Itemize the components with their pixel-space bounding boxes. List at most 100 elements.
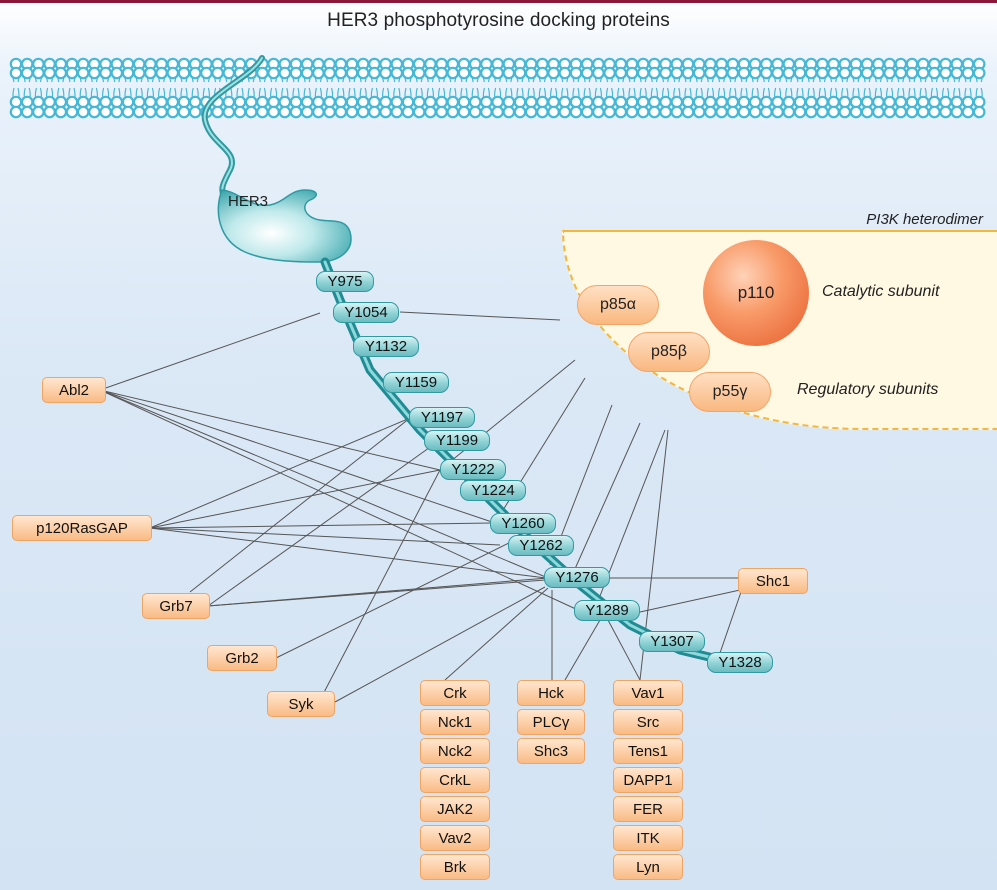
lipid-head-inner [222,105,236,119]
lipid-head-outer [513,66,527,80]
lipid-head-inner [211,105,224,119]
lipid-head-inner [580,95,594,109]
lipid-head-inner [905,105,919,119]
p110-catalytic-subunit: p110 [703,240,809,346]
lipid-head-outer [121,66,135,80]
lipid-head-inner [177,105,191,119]
lipid-head-inner [648,95,661,109]
lipid-head-inner [76,105,90,119]
lipid-head-inner [76,95,90,109]
pi3k-title: PI3K heterodimer [866,211,983,228]
lipid-head-inner [144,95,157,109]
lipid-head-inner [233,95,247,109]
lipid-head-outer [144,66,157,80]
lipid-head-inner [43,95,56,109]
protein-p120rasgap: p120RasGAP [12,515,152,541]
lipid-head-outer [289,66,303,80]
lipid-head-inner [480,95,493,109]
lipid-head-outer [278,66,292,80]
lipid-head-inner [121,105,135,119]
lipid-head-inner [491,95,504,109]
lipid-head-inner [65,105,79,119]
lipid-head-outer [614,66,628,80]
lipid-head-inner [838,95,852,109]
lipid-head-inner [412,105,426,119]
lipid-head-inner [872,105,885,119]
lipid-head-inner [536,95,549,109]
lipid-head-inner [256,105,269,119]
tyrosine-y1222: Y1222 [440,459,506,480]
protein-plc-gamma: PLCγ [517,709,585,735]
lipid-head-inner [625,95,639,109]
lipid-head-outer [256,66,269,80]
lipid-head-outer [211,66,224,80]
lipid-head-outer [457,66,471,80]
lipid-head-outer [704,66,717,80]
lipid-head-inner [435,105,448,119]
lipid-head-inner [278,95,292,109]
lipid-head-inner [491,105,504,119]
lipid-head-inner [771,95,784,109]
lipid-head-inner [816,105,829,119]
tyrosine-y1289: Y1289 [574,600,640,621]
lipid-head-inner [838,105,852,119]
lipid-head-inner [636,105,650,119]
interaction-line [399,311,561,321]
protein-grb7: Grb7 [142,593,210,619]
lipid-head-inner [569,95,583,109]
diagram-title: HER3 phosphotyrosine docking proteins [327,10,670,31]
lipid-head-inner [88,105,101,119]
lipid-head-inner [872,95,885,109]
lipid-head-inner [972,95,986,109]
lipid-head-inner [390,105,404,119]
interaction-line [564,619,601,681]
interaction-line [439,359,576,471]
interaction-line [149,469,441,529]
lipid-head-outer [726,66,740,80]
lipid-head-inner [446,95,460,109]
lipid-head-inner [121,95,135,109]
lipid-head-outer [883,66,896,80]
lipid-head-inner [480,105,493,119]
lipid-head-inner [670,105,684,119]
lipid-head-inner [939,95,952,109]
lipid-head-inner [816,95,829,109]
lipid-head-outer [379,66,392,80]
p85-alpha-subunit: p85α [577,285,659,325]
lipid-head-inner [648,105,661,119]
lipid-head-outer [390,66,404,80]
interaction-line [99,389,579,611]
lipid-head-inner [32,95,45,109]
lipid-head-inner [334,105,348,119]
lipid-head-outer [636,66,650,80]
lipid-head-outer [110,66,124,80]
lipid-head-inner [20,95,34,109]
lipid-head-inner [961,95,975,109]
lipid-head-outer [177,66,191,80]
lipid-head-inner [760,105,773,119]
lipid-head-inner [300,95,314,109]
lipid-head-outer [323,66,336,80]
interaction-line [207,579,546,607]
lipid-head-outer [816,66,829,80]
lipid-head-inner [65,95,79,109]
protein-jak2: JAK2 [420,796,490,822]
interaction-line [189,417,411,593]
protein-vav2: Vav2 [420,825,490,851]
lipid-head-inner [670,95,684,109]
protein-tens1: Tens1 [613,738,683,764]
lipid-head-outer [166,66,180,80]
lipid-head-inner [849,95,863,109]
lipid-head-inner [939,105,952,119]
tyrosine-y1224: Y1224 [460,480,526,501]
interaction-line [99,389,496,524]
p85-beta-subunit: p85β [628,332,710,372]
lipid-head-inner [99,95,112,109]
lipid-head-inner [188,105,202,119]
lipid-head-outer [950,66,964,80]
lipid-head-inner [513,95,527,109]
lipid-head-inner [188,95,202,109]
lipid-head-inner [704,95,717,109]
lipid-head-inner [379,105,392,119]
tyrosine-y1199: Y1199 [424,430,490,451]
